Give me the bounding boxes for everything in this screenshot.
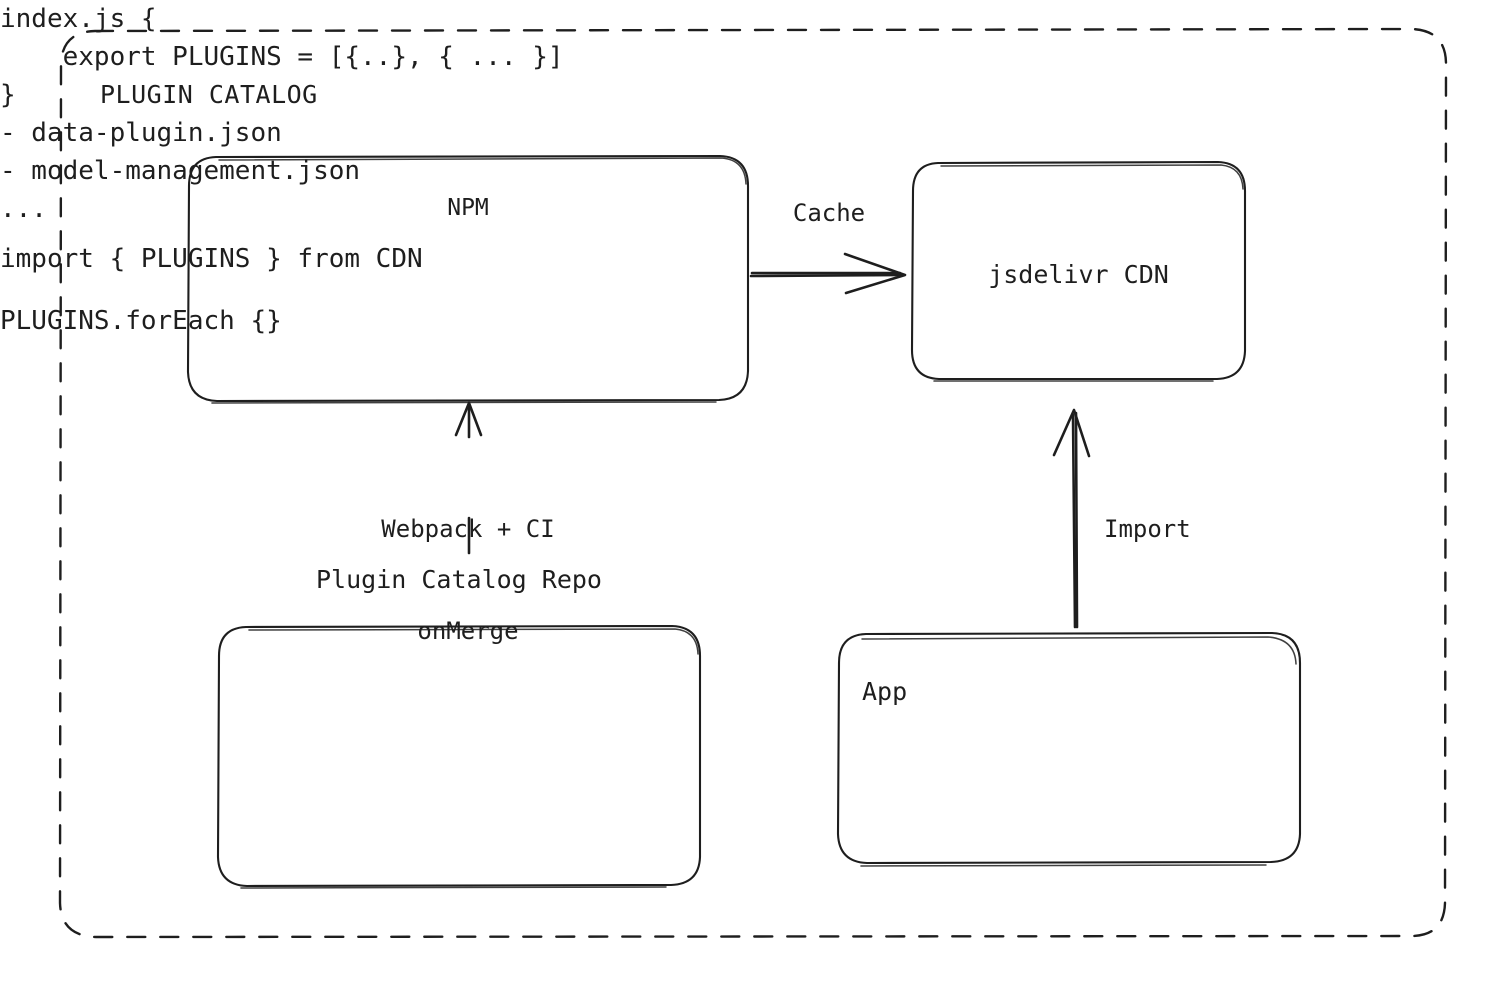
repo-node-shape — [216, 624, 702, 889]
repo-file-item-2: - model-management.json — [0, 156, 361, 186]
npm-code-block: index.js { export PLUGINS = [{..}, { ...… — [0, 0, 1506, 114]
edge-label-webpack-ci-line-2: onMerge — [417, 617, 519, 645]
edge-label-cache: Cache — [792, 199, 866, 227]
edge-app-to-cdn — [1052, 408, 1091, 629]
npm-code-line-3: } — [0, 80, 16, 110]
app-code-block: import { PLUGINS } from CDN PLUGINS.forE… — [0, 228, 1506, 352]
plugin-catalog-frame — [58, 27, 1448, 939]
edge-label-webpack-ci-line-1: Webpack + CI — [381, 515, 555, 543]
frame-title: PLUGIN CATALOG — [100, 80, 318, 109]
app-node-title: App — [862, 677, 908, 706]
repo-file-item-1: - data-plugin.json — [0, 118, 282, 148]
npm-node-title: NPM — [447, 195, 489, 221]
repo-node-label: Plugin Catalog Repo — [316, 565, 602, 594]
repo-file-list: - data-plugin.json - model-management.js… — [0, 114, 1506, 228]
edge-label-import: Import — [1104, 515, 1191, 543]
npm-code-line-1: index.js { — [0, 4, 157, 34]
repo-file-item-3: ... — [0, 194, 47, 224]
app-node-shape — [836, 631, 1302, 867]
cdn-node-shape — [910, 160, 1247, 382]
edge-npm-to-cdn — [749, 252, 907, 295]
app-code-line-1: import { PLUGINS } from CDN — [0, 244, 423, 274]
cdn-node-title: jsdelivr CDN — [988, 260, 1169, 289]
npm-code-line-2: export PLUGINS = [{..}, { ... }] — [0, 42, 564, 72]
app-code-line-2: PLUGINS.forEach {} — [0, 306, 282, 336]
npm-node-shape — [186, 154, 750, 404]
edge-repo-to-npm — [454, 401, 483, 555]
edge-label-webpack-ci: Webpack + CI onMerge — [348, 444, 588, 716]
